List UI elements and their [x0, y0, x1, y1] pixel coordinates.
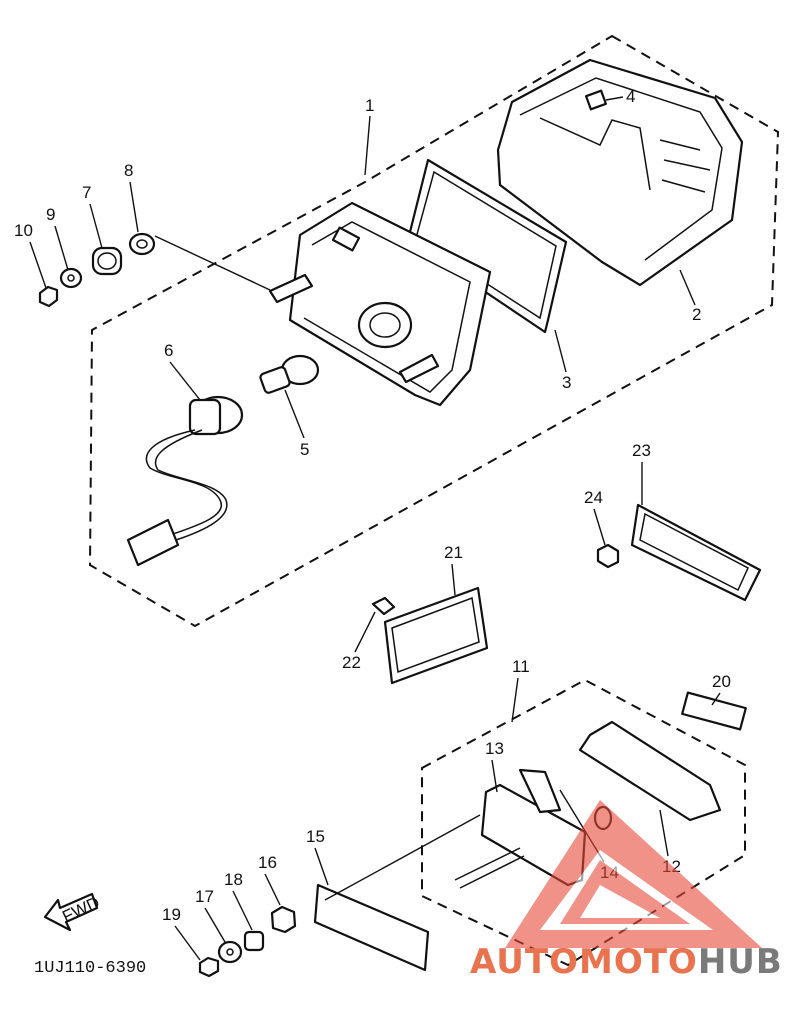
- rear-reflector: [596, 503, 762, 602]
- watermark-moto: MOTO: [579, 942, 698, 982]
- socket-wire-assembly: [126, 395, 244, 567]
- fastener-stack-lower: [198, 814, 481, 978]
- tail-lens: [496, 58, 744, 287]
- watermark-logo: [505, 800, 762, 948]
- callout-labels: 1 2 3 4 5 6 7 8 9 10 11 12 13 14 15 16 1…: [14, 87, 731, 961]
- callout-15: 15: [306, 827, 325, 846]
- callout-22: 22: [342, 653, 361, 672]
- callout-13: 13: [485, 739, 504, 758]
- callout-21: 21: [444, 543, 463, 562]
- callout-1: 1: [365, 96, 374, 115]
- callout-7: 7: [82, 183, 91, 202]
- gasket: [406, 158, 568, 334]
- callout-6: 6: [164, 341, 173, 360]
- tail-light-housing: [268, 201, 492, 407]
- callout-19: 19: [162, 905, 181, 924]
- callout-11: 11: [512, 657, 530, 676]
- watermark-hub: HUB: [698, 942, 783, 982]
- watermark-auto: AUTO: [470, 942, 579, 982]
- callout-16: 16: [258, 853, 277, 872]
- callout-3: 3: [562, 373, 571, 392]
- side-reflector: [371, 586, 489, 685]
- watermark-text: AUTOMOTOHUB: [470, 942, 783, 982]
- callout-17: 17: [195, 887, 214, 906]
- callout-10: 10: [14, 221, 33, 240]
- callout-23: 23: [632, 441, 651, 460]
- callout-9: 9: [46, 205, 55, 224]
- license-lamp-assembly: [454, 691, 747, 889]
- callout-4: 4: [626, 87, 635, 106]
- callout-2: 2: [692, 305, 701, 324]
- callout-24: 24: [584, 488, 603, 507]
- fastener-stack-upper: [38, 232, 271, 308]
- callout-8: 8: [124, 161, 133, 180]
- lens-nut: [584, 89, 608, 111]
- callout-18: 18: [224, 870, 243, 889]
- part-code: 1UJ110-6390: [34, 959, 146, 978]
- assembly-boundary-upper: [88, 34, 780, 628]
- callout-5: 5: [300, 440, 309, 459]
- bulb: [259, 354, 320, 394]
- fwd-arrow: FWD: [43, 892, 103, 932]
- callout-20: 20: [712, 672, 731, 691]
